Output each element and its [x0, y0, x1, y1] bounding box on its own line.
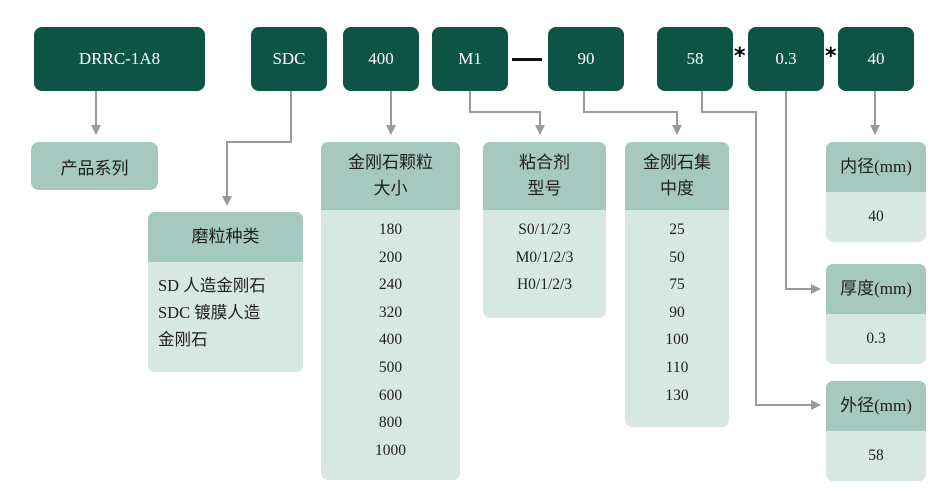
product-series-box: 产品系列	[31, 142, 158, 190]
code-inner-diameter: 40	[838, 27, 914, 91]
arrow-grain-type	[222, 91, 292, 206]
grain-size-value: 200	[378, 248, 403, 266]
grain-type-line: SD 人造金刚石	[158, 276, 266, 295]
arrow-thickness	[785, 91, 821, 294]
bond-title: 粘合剂 型号	[483, 142, 606, 210]
arrow-outer	[701, 91, 821, 410]
concentration-value: 130	[665, 386, 689, 404]
grain-size-value: 800	[378, 414, 403, 432]
concentration-title-line1: 金刚石集	[643, 153, 711, 172]
outer-diameter-title: 外径(mm)	[826, 381, 926, 431]
code-grain-type: SDC	[251, 27, 327, 91]
code-grain-size: 400	[343, 27, 419, 91]
inner-diameter-value: 40	[868, 208, 884, 225]
bond-values: S0/1/2/3 M0/1/2/3 H0/1/2/3	[483, 210, 606, 299]
code-thickness: 0.3	[748, 27, 824, 91]
bond-title-line2: 型号	[527, 179, 562, 198]
grain-type-box: 磨粒种类 SD 人造金刚石 SDC 镀膜人造 金刚石	[148, 212, 303, 372]
thickness-box: 厚度(mm) 0.3	[826, 264, 926, 364]
star-separator-2: *	[825, 44, 837, 69]
inner-diameter-box: 内径(mm) 40	[826, 142, 926, 242]
grain-size-value: 600	[378, 386, 403, 404]
bond-box: 粘合剂 型号 S0/1/2/3 M0/1/2/3 H0/1/2/3	[483, 142, 606, 318]
grain-size-value: 320	[378, 303, 403, 321]
outer-diameter-box: 外径(mm) 58	[826, 381, 926, 481]
grain-type-line: 金刚石	[158, 330, 208, 349]
product-series-label: 产品系列	[60, 158, 129, 178]
grain-size-values: 180 200 240 320 400 500 600 800 1000	[321, 210, 460, 464]
grain-size-title: 金刚石颗粒 大小	[321, 142, 460, 210]
concentration-box: 金刚石集 中度 25 50 75 90 100 110 130	[625, 142, 729, 427]
grain-type-lines: SD 人造金刚石 SDC 镀膜人造 金刚石	[148, 262, 303, 353]
grain-size-box: 金刚石颗粒 大小 180 200 240 320 400 500 600 800…	[321, 142, 460, 480]
bond-title-line1: 粘合剂	[519, 153, 570, 172]
grain-type-line: SDC 镀膜人造	[158, 303, 261, 322]
bond-value: M0/1/2/3	[515, 248, 574, 266]
grain-size-value: 180	[378, 221, 403, 238]
concentration-title-line2: 中度	[660, 179, 694, 198]
arrow-bond	[469, 91, 545, 135]
concentration-value: 50	[669, 248, 685, 266]
concentration-value: 90	[669, 303, 685, 321]
grain-size-title-line2: 大小	[373, 179, 408, 198]
grain-size-value: 500	[378, 358, 403, 376]
grain-size-value: 1000	[375, 441, 406, 459]
outer-diameter-value: 58	[868, 447, 884, 464]
concentration-values: 25 50 75 90 100 110 130	[625, 210, 729, 409]
concentration-value: 110	[665, 358, 689, 376]
grain-size-value: 240	[378, 276, 403, 294]
concentration-title: 金刚石集 中度	[625, 142, 729, 210]
thickness-title: 厚度(mm)	[826, 264, 926, 314]
star-separator-1: *	[734, 44, 746, 69]
concentration-value: 75	[669, 276, 685, 294]
code-series: DRRC-1A8	[34, 27, 205, 91]
code-bond: M1	[432, 27, 508, 91]
dash-separator	[512, 58, 542, 61]
concentration-value: 25	[669, 221, 685, 238]
code-outer-diameter: 58	[657, 27, 733, 91]
grain-size-title-line1: 金刚石颗粒	[348, 153, 433, 172]
bond-value: S0/1/2/3	[518, 221, 571, 238]
grain-type-title: 磨粒种类	[148, 212, 303, 262]
inner-diameter-title: 内径(mm)	[826, 142, 926, 192]
bond-value: H0/1/2/3	[516, 276, 573, 294]
code-concentration: 90	[548, 27, 624, 91]
thickness-value: 0.3	[866, 330, 886, 347]
arrow-concentration	[583, 91, 682, 135]
grain-size-value: 400	[378, 331, 403, 349]
concentration-value: 100	[665, 331, 689, 349]
